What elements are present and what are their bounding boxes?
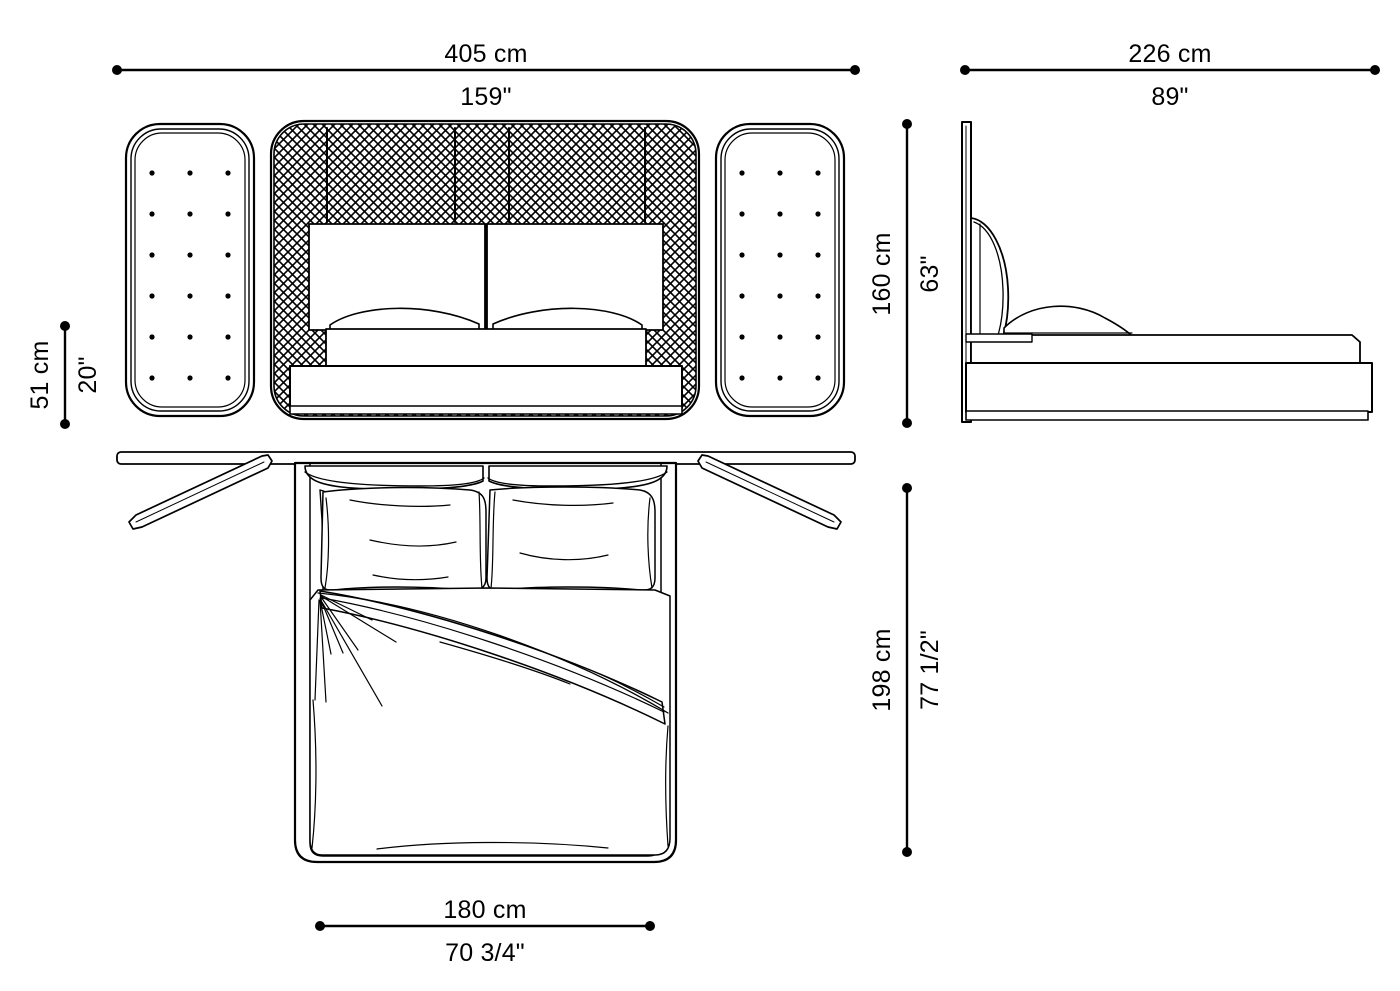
dim-endpoint-dot [902, 418, 912, 428]
dimension-side-depth-cm: 226 cm [1128, 40, 1211, 68]
front-mattress [325, 328, 647, 368]
headboard-seams [326, 127, 646, 223]
dimension-plan-length-cm: 198 cm [868, 628, 896, 711]
dimension-overall-height: 160 cm 63" [868, 119, 944, 428]
right-panel-tufting-dots [739, 170, 821, 381]
dimension-side-depth-inch: 89" [1151, 83, 1188, 111]
dim-endpoint-dot [902, 483, 912, 493]
front-right-side-panel [714, 122, 846, 418]
dimension-overall-width-inch: 159" [460, 83, 511, 111]
dim-endpoint-dot [645, 921, 655, 931]
dimension-plan-length: 198 cm 77 1/2" [868, 483, 944, 857]
side-elevation-view [961, 121, 1373, 423]
dim-endpoint-dot [112, 65, 122, 75]
front-left-side-panel [124, 122, 256, 418]
dim-endpoint-dot [1370, 65, 1380, 75]
dimension-mattress-width: 180 cm 70 3/4" [315, 896, 655, 967]
dimension-overall-height-inch: 63" [916, 255, 944, 292]
dimension-mattress-width-cm: 180 cm [443, 896, 526, 924]
plan-left-wing-panel [128, 454, 273, 530]
dimension-mattress-width-inch: 70 3/4" [445, 939, 525, 967]
dimension-panel-height: 51 cm 20" [26, 321, 102, 429]
dimension-overall-width: 405 cm 159" [112, 40, 860, 111]
dimension-panel-height-cm: 51 cm [26, 340, 54, 409]
plan-duvet [309, 587, 671, 856]
side-pillow [1003, 305, 1133, 337]
dimension-side-depth: 226 cm 89" [960, 40, 1380, 111]
dimension-panel-height-inch: 20" [74, 356, 102, 393]
dimension-overall-height-cm: 160 cm [868, 232, 896, 315]
side-base [965, 362, 1373, 421]
dim-endpoint-dot [960, 65, 970, 75]
dimension-overall-width-cm: 405 cm [444, 40, 527, 68]
side-mattress [965, 333, 1361, 365]
plan-pillows [304, 465, 668, 592]
front-elevation-view [124, 119, 846, 421]
dim-endpoint-dot [902, 119, 912, 129]
dim-endpoint-dot [315, 921, 325, 931]
front-pillows [308, 223, 664, 332]
dim-endpoint-dot [60, 321, 70, 331]
dim-endpoint-dot [60, 419, 70, 429]
dimension-plan-length-inch: 77 1/2" [916, 630, 944, 710]
dim-endpoint-dot [850, 65, 860, 75]
plan-view [116, 451, 856, 864]
left-panel-tufting-dots [149, 170, 231, 381]
front-base [289, 365, 683, 415]
plan-right-wing-panel [697, 454, 842, 530]
dim-endpoint-dot [902, 847, 912, 857]
